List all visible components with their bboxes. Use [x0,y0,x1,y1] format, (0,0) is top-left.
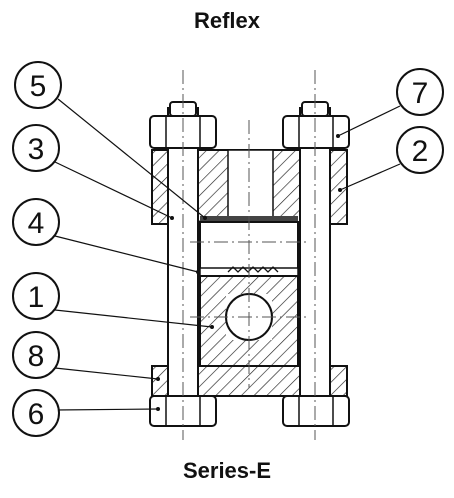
callout-3-label: 3 [28,133,45,166]
callout-7-label: 7 [412,77,429,110]
callout-4-label: 4 [28,207,45,240]
callout-8: 8 [12,331,60,379]
callout-1-label: 1 [28,281,45,314]
callout-1: 1 [12,272,60,320]
callout-2-label: 2 [412,135,429,168]
callout-4: 4 [12,198,60,246]
callout-3: 3 [12,124,60,172]
callout-6: 6 [12,389,60,437]
bottom-nut-right [282,395,350,427]
center-lines [182,70,316,440]
callout-8-label: 8 [28,340,45,373]
callout-7: 7 [396,68,444,116]
leader-lines [54,98,401,411]
diagram-title: Reflex [193,8,261,33]
top-nut-right [282,115,350,149]
diagram-subtitle: Series-E [182,458,272,483]
leader-dots [156,134,342,411]
callout-2: 2 [396,126,444,174]
callout-6-label: 6 [28,398,45,431]
callout-5: 5 [14,61,62,109]
callout-5-label: 5 [30,70,47,103]
